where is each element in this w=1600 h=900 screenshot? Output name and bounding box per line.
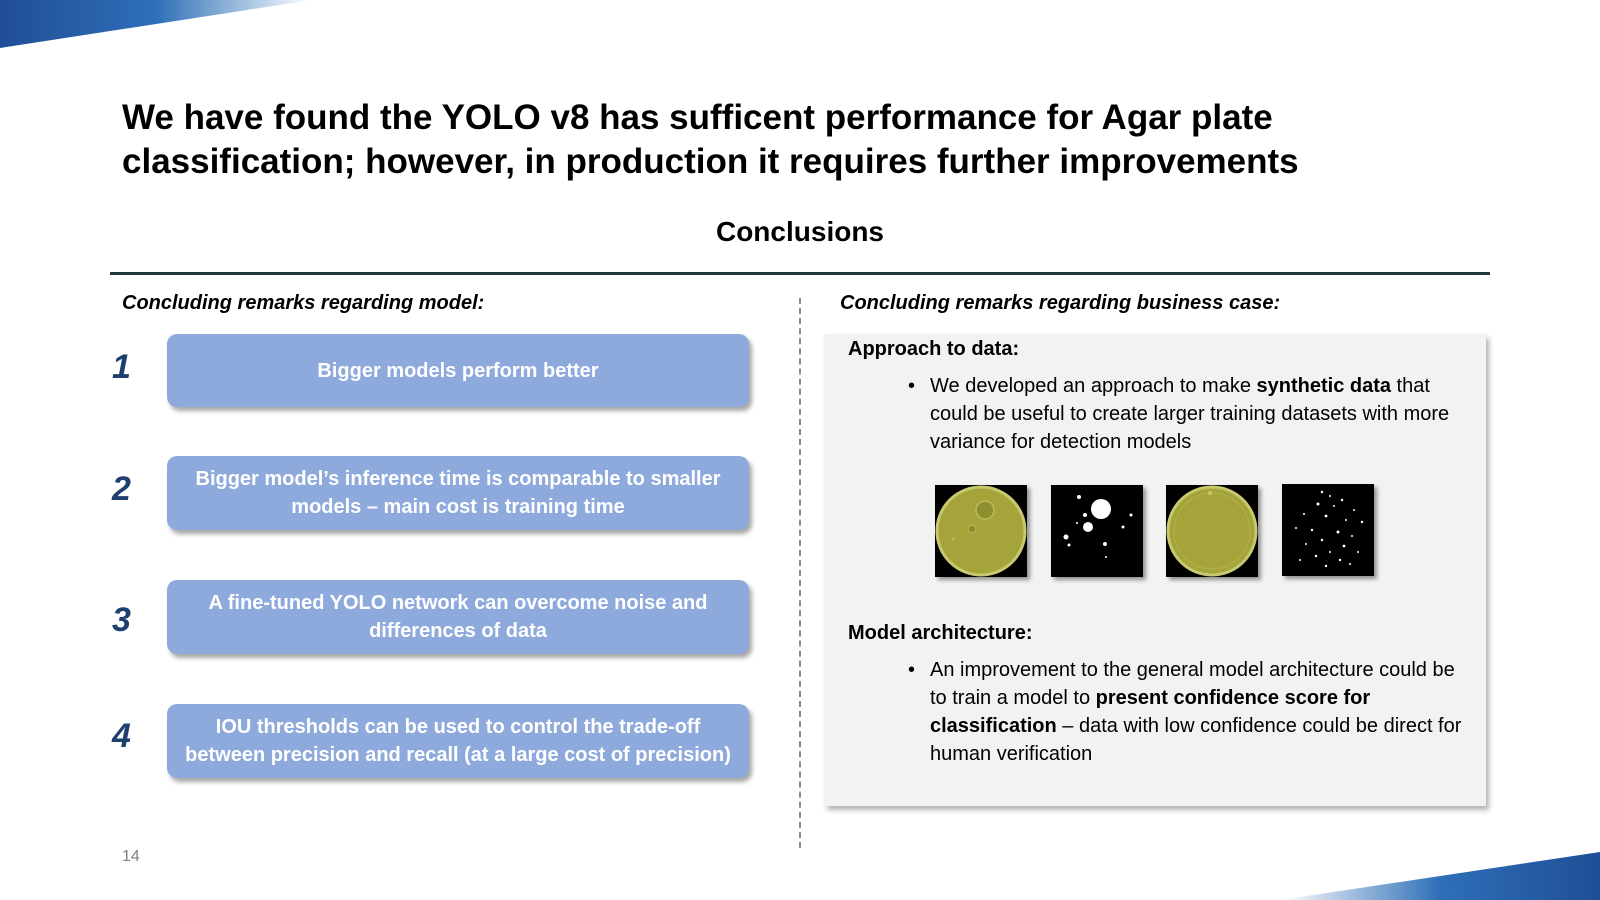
business-case-panel: Approach to data: • We developed an appr…	[824, 334, 1486, 806]
synthetic-mask-image-1	[1051, 485, 1143, 577]
remark-card-3: A fine-tuned YOLO network can overcome n…	[167, 580, 749, 654]
agar-plate-graphic	[935, 485, 1027, 577]
approach-text: We developed an approach to make synthet…	[930, 375, 1450, 453]
item-number-3: 3	[112, 601, 131, 639]
title-line-1: We have found the YOLO v8 has sufficent …	[122, 98, 1273, 137]
header-divider	[110, 272, 1490, 275]
synthetic-mask-image-2	[1282, 484, 1374, 576]
top-left-decoration	[0, 0, 312, 48]
remark-card-4: IOU thresholds can be used to control th…	[167, 704, 749, 778]
item-number-2: 2	[112, 470, 131, 508]
item-number-1: 1	[112, 348, 131, 386]
business-remarks-heading: Concluding remarks regarding business ca…	[840, 292, 1281, 314]
approach-heading: Approach to data:	[848, 338, 1020, 360]
agar-plate-image-1	[935, 485, 1027, 577]
page-number: 14	[122, 848, 140, 865]
model-remarks-heading: Concluding remarks regarding model:	[122, 292, 485, 314]
agar-plate-image-2	[1166, 485, 1258, 577]
architecture-highlight: present confidence score for classificat…	[930, 687, 1371, 737]
architecture-text: An improvement to the general model arch…	[930, 659, 1462, 765]
page-title: We have found the YOLO v8 has sufficent …	[122, 96, 1422, 184]
architecture-bullet: • An improvement to the general model ar…	[908, 656, 1468, 768]
title-line-2: classification; however, in production i…	[122, 142, 1299, 181]
colony-mask-graphic	[1063, 495, 1133, 558]
column-divider	[799, 298, 801, 848]
bottom-right-decoration	[1280, 852, 1600, 900]
agar-plate-graphic	[1166, 485, 1258, 577]
architecture-heading: Model architecture:	[848, 622, 1033, 644]
bullet-dot: •	[908, 375, 916, 397]
section-subtitle: Conclusions	[715, 216, 884, 247]
remark-card-2: Bigger model’s inference time is compara…	[167, 456, 749, 530]
approach-highlight: synthetic data	[1256, 375, 1391, 397]
bullet-dot: •	[908, 659, 916, 681]
approach-bullet: • We developed an approach to make synth…	[908, 372, 1468, 456]
item-number-4: 4	[112, 717, 131, 755]
colony-mask-graphic	[1295, 490, 1364, 568]
remark-card-1: Bigger models perform better	[167, 334, 749, 407]
